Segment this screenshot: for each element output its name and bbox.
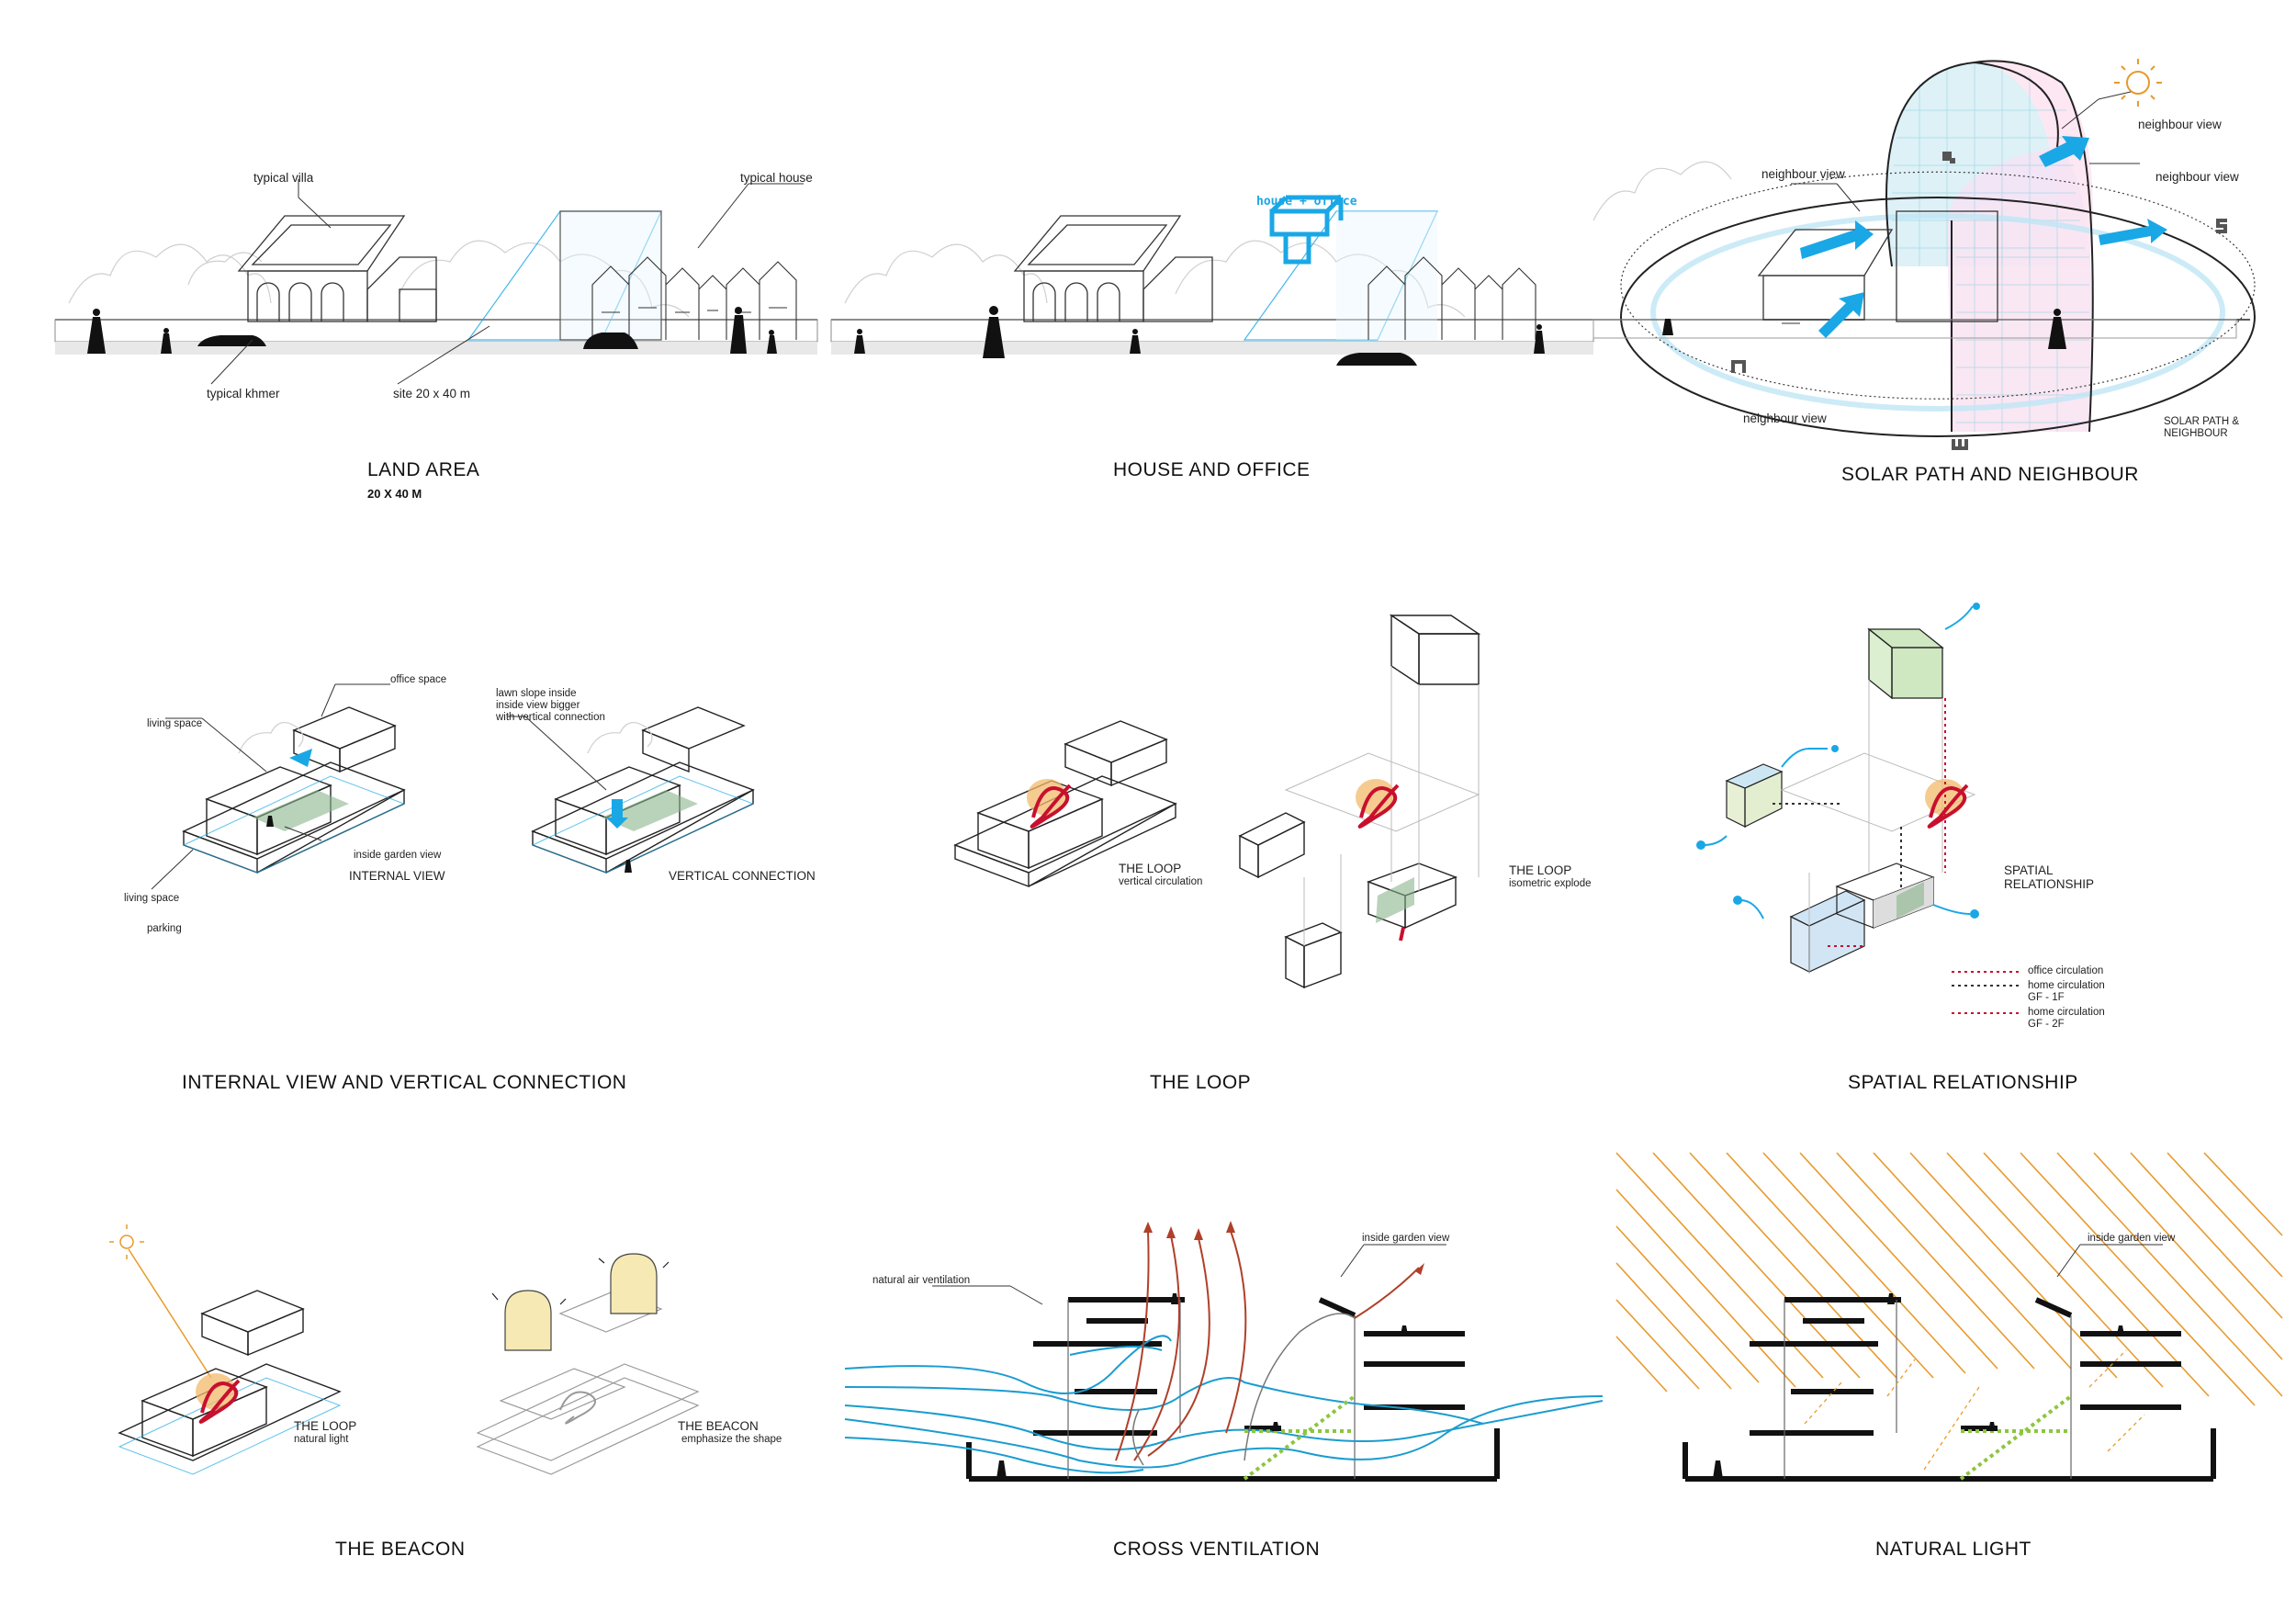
house-office-tag: house + office xyxy=(1256,195,1357,209)
house-office-title: HOUSE AND OFFICE xyxy=(1113,459,1311,480)
beacon-panel: THE LOOP natural light THE BEACON emphas… xyxy=(101,1212,854,1598)
spatial-caption-2: RELATIONSHIP xyxy=(2004,877,2095,891)
spatial-caption-1: SPATIAL xyxy=(2004,863,2054,877)
loop-b-caption: THE LOOP xyxy=(1509,863,1572,877)
the-loop-panel: THE LOOP vertical circulation THE LOOP i… xyxy=(937,597,1644,1102)
internal-view-caption: INTERNAL VIEW xyxy=(349,869,445,883)
internal-view-panel: office space living space inside garden … xyxy=(110,661,863,1102)
neighbour-view-label-top-right: neighbour view xyxy=(2138,118,2222,131)
beacon-loop-subcaption: natural light xyxy=(294,1434,349,1445)
natural-light-panel: inside garden view NATURAL LIGHT xyxy=(1612,1148,2287,1598)
beacon-drawing xyxy=(109,1224,700,1475)
house-office-drawing xyxy=(830,195,1594,366)
land-area-title: LAND AREA xyxy=(367,459,480,480)
vertical-connection-caption: VERTICAL CONNECTION xyxy=(669,869,816,883)
legend-home-circulation-1b: GF - 1F xyxy=(2028,992,2065,1003)
inside-garden-view-label: inside garden view xyxy=(354,850,442,861)
solar-path-panel: neighbour view neighbour view neighbour … xyxy=(1589,55,2287,505)
spatial-panel: SPATIAL RELATIONSHIP office circulation … xyxy=(1690,597,2287,1102)
natural-light-inside-garden-label: inside garden view xyxy=(2088,1233,2176,1244)
loop-a-caption: THE LOOP xyxy=(1119,862,1182,875)
legend-home-circulation-1a: home circulation xyxy=(2028,980,2105,991)
cross-vent-panel: natural air ventilation inside garden vi… xyxy=(840,1212,1621,1598)
spatial-drawing xyxy=(1696,603,2020,1014)
living-space-top-label: living space xyxy=(147,718,203,729)
internal-view-title: INTERNAL VIEW AND VERTICAL CONNECTION xyxy=(182,1072,627,1093)
neighbour-view-label-left: neighbour view xyxy=(1761,167,1845,181)
neighbour-view-label-right: neighbour view xyxy=(2155,170,2239,184)
cross-vent-title: CROSS VENTILATION xyxy=(1113,1539,1321,1560)
the-loop-drawing xyxy=(953,614,1481,989)
loop-b-subcaption: isometric explode xyxy=(1509,878,1592,889)
cross-vent-drawing xyxy=(844,1221,1604,1482)
legend-office-circulation: office circulation xyxy=(2028,965,2104,976)
house-office-panel: house + office HOUSE AND OFFICE xyxy=(827,156,1607,505)
land-area-panel: typical villa typical house typical khme… xyxy=(51,156,831,505)
solar-path-note-2: NEIGHBOUR xyxy=(2164,428,2228,439)
solar-path-note-1: SOLAR PATH & xyxy=(2164,416,2240,427)
neighbour-view-label-bottom: neighbour view xyxy=(1743,412,1827,425)
land-area-subtitle: 20 X 40 M xyxy=(367,487,422,501)
lawn-label-3: with vertical connection xyxy=(496,712,605,723)
typical-khmer-label: typical khmer xyxy=(207,387,280,400)
typical-house-label: typical house xyxy=(740,171,813,185)
natural-light-drawing xyxy=(1615,1152,2283,1482)
site-label: site 20 x 40 m xyxy=(393,387,471,400)
natural-air-ventilation-label: natural air ventilation xyxy=(872,1275,971,1286)
the-loop-title: THE LOOP xyxy=(1150,1072,1252,1093)
loop-a-subcaption: vertical circulation xyxy=(1119,876,1203,887)
beacon-title: THE BEACON xyxy=(335,1539,466,1560)
cross-vent-inside-garden-label: inside garden view xyxy=(1362,1233,1450,1244)
living-space-bottom-label: living space xyxy=(124,893,180,904)
land-area-drawing xyxy=(54,179,818,385)
internal-view-drawing xyxy=(151,683,755,890)
solar-path-title: SOLAR PATH AND NEIGHBOUR xyxy=(1841,464,2139,485)
spatial-title: SPATIAL RELATIONSHIP xyxy=(1848,1072,2078,1093)
parking-label: parking xyxy=(147,923,182,934)
lawn-label-1: lawn slope inside xyxy=(496,688,577,699)
legend-home-circulation-2b: GF - 2F xyxy=(2028,1019,2065,1030)
legend-home-circulation-2a: home circulation xyxy=(2028,1007,2105,1018)
natural-light-title: NATURAL LIGHT xyxy=(1875,1539,2032,1560)
beacon-loop-caption: THE LOOP xyxy=(294,1419,357,1433)
lawn-label-2: inside view bigger xyxy=(496,700,580,711)
office-space-label: office space xyxy=(390,674,447,685)
typical-villa-label: typical villa xyxy=(253,171,314,185)
beacon-caption: THE BEACON xyxy=(678,1419,759,1433)
beacon-subcaption: emphasize the shape xyxy=(681,1434,782,1445)
solar-path-drawing xyxy=(1593,59,2256,450)
